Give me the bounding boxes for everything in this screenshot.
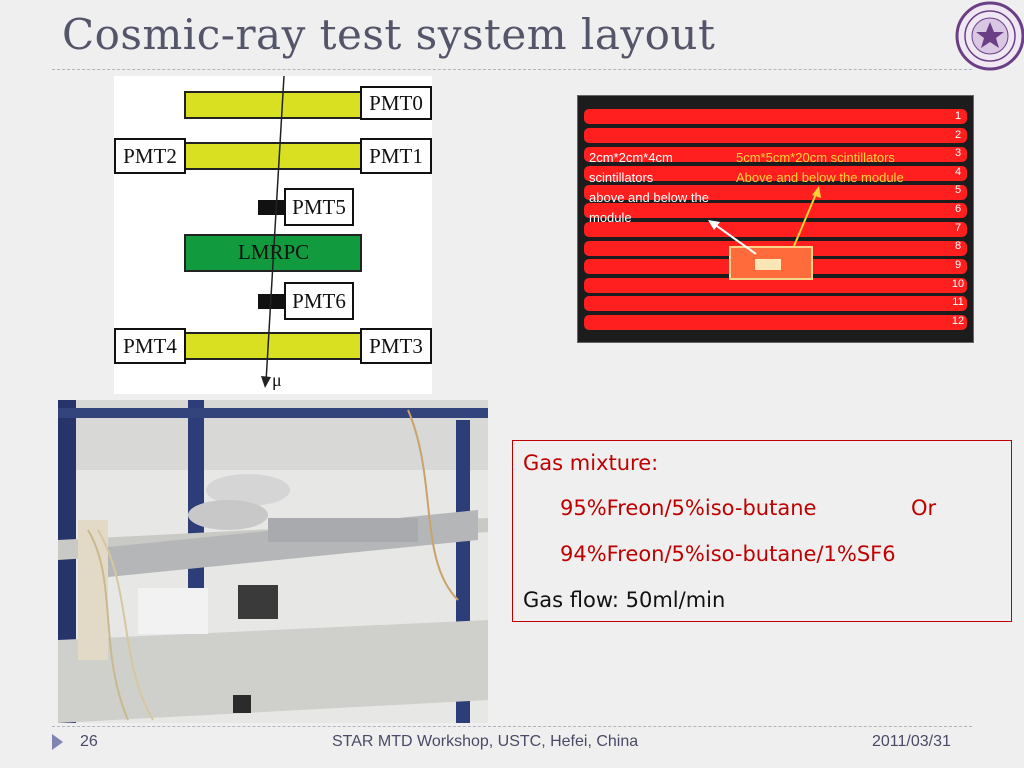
scintillator-bar-upper bbox=[184, 142, 362, 170]
pmt1-box: PMT1 bbox=[360, 138, 432, 174]
strip bbox=[584, 315, 967, 330]
strip-number: 2 bbox=[954, 129, 962, 141]
pointer-arrows bbox=[708, 186, 821, 255]
strip bbox=[584, 128, 967, 143]
strip bbox=[584, 296, 967, 311]
strip bbox=[584, 222, 967, 237]
test-stand-photo bbox=[58, 400, 488, 723]
footer-event: STAR MTD Workshop, USTC, Hefei, China bbox=[332, 733, 639, 750]
play-arrow-icon bbox=[52, 734, 63, 750]
pmt0-box: PMT0 bbox=[360, 86, 432, 120]
pmt-layout-schematic: PMT0 PMT2 PMT1 PMT5 LMRPC PMT6 PMT4 PMT3… bbox=[114, 76, 432, 394]
small-scintillator-label: 2cm*2cm*4cm scintillators above and belo… bbox=[589, 150, 709, 225]
strip-number: 11 bbox=[952, 296, 964, 308]
strip bbox=[584, 203, 967, 218]
strip-number: 3 bbox=[954, 147, 962, 159]
muon-track-arrow bbox=[261, 76, 285, 388]
slide-title: Cosmic-ray test system layout bbox=[62, 10, 716, 59]
gas-mixture-option-2: 94%Freon/5%iso-butane/1%SF6 bbox=[560, 542, 896, 566]
strip bbox=[584, 166, 967, 181]
footer-divider bbox=[52, 726, 972, 727]
strip-number: 5 bbox=[954, 184, 962, 196]
strip bbox=[584, 109, 967, 124]
strip-number: 9 bbox=[954, 259, 962, 271]
strip bbox=[584, 278, 967, 293]
pmt5-box: PMT5 bbox=[284, 188, 354, 226]
pmt4-box: PMT4 bbox=[114, 328, 186, 364]
strip-number: 12 bbox=[951, 315, 965, 327]
scintillator-bar-bottom bbox=[184, 332, 362, 360]
footer-date: 2011/03/31 bbox=[872, 733, 951, 750]
gas-flow-rate: Gas flow: 50ml/min bbox=[523, 588, 726, 612]
strip-number: 7 bbox=[954, 222, 962, 234]
strip bbox=[584, 185, 967, 200]
pmt2-box: PMT2 bbox=[114, 138, 186, 174]
university-seal-icon bbox=[955, 1, 1024, 71]
strip bbox=[584, 147, 967, 162]
strip-number: 8 bbox=[954, 240, 962, 252]
strip-module-diagram: 1 2 3 4 5 6 7 8 9 10 11 12 2cm*2cm*4cm s… bbox=[577, 95, 974, 343]
strip-number: 6 bbox=[954, 203, 962, 215]
gas-mixture-option-1: 95%Freon/5%iso-butane bbox=[560, 496, 817, 520]
scintillator-bar-top bbox=[184, 91, 362, 119]
strip-number: 10 bbox=[951, 278, 965, 290]
pmt3-box: PMT3 bbox=[360, 328, 432, 364]
muon-label: μ bbox=[272, 370, 282, 390]
gas-mixture-heading: Gas mixture: bbox=[523, 451, 659, 475]
title-divider bbox=[52, 69, 972, 70]
gas-mixture-or: Or bbox=[911, 496, 937, 520]
large-scintillator-label: 5cm*5cm*20cm scintillators Above and bel… bbox=[736, 150, 904, 185]
page-number: 26 bbox=[80, 733, 98, 750]
small-scintillator-chip bbox=[755, 259, 781, 270]
pmt6-box: PMT6 bbox=[284, 282, 354, 320]
strip-number: 1 bbox=[954, 110, 962, 122]
small-scintillator-top bbox=[258, 200, 284, 215]
gas-info-box: Gas mixture: 95%Freon/5%iso-butane Or 94… bbox=[512, 440, 1012, 622]
scintillator-position-box bbox=[729, 246, 813, 280]
strip-number: 4 bbox=[954, 166, 962, 178]
